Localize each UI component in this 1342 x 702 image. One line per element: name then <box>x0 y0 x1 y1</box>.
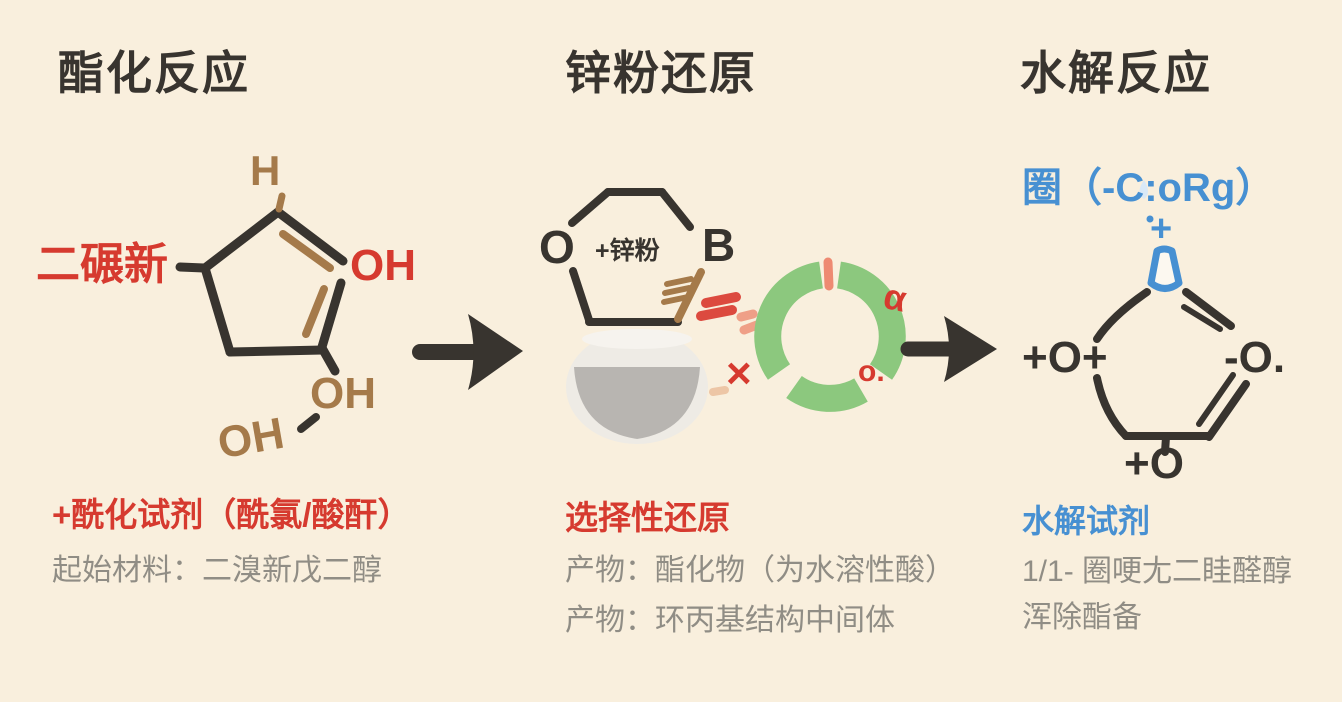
caption-note-esterification: 起始材料：二溴新戊二醇 <box>52 554 382 587</box>
arrow-right-icon <box>412 314 523 390</box>
caption-note2-hydrolysis: 浑除酯备 <box>1022 601 1142 634</box>
section-title-hydrolysis: 水解反应 <box>1020 47 1212 99</box>
atom-label-o-left: +O+ <box>1022 333 1108 382</box>
atom-label-oh-upper: OH <box>310 369 376 418</box>
atom-label-o: O <box>539 221 575 273</box>
section-title-esterification: 酯化反应 <box>58 47 250 99</box>
section-title-reduction: 锌粉还原 <box>565 47 757 99</box>
atom-label-oh-lower: OH <box>214 408 288 469</box>
atom-label-oh-ring: OH <box>350 241 416 290</box>
bond-break-marks <box>696 292 762 396</box>
hexagon-brown-bond <box>661 268 705 323</box>
formula-label: 圈（-C:oRg） <box>1022 166 1276 210</box>
droplet-icon <box>1139 180 1154 223</box>
atom-label-h: H <box>250 147 281 194</box>
plus-label: + <box>1150 208 1173 250</box>
atom-label-o-right: -O. <box>1224 333 1286 382</box>
caption-reagent-esterification: +酰化试剂（酰氯/酸酐） <box>52 496 411 533</box>
substituent-label: 二碾新 <box>36 240 168 289</box>
zinc-powder-label: +锌粉 <box>595 237 660 265</box>
arrow-right-icon <box>900 316 997 382</box>
cycle-cross-label: × <box>726 349 752 398</box>
caption-reagent-hydrolysis: 水解试剂 <box>1022 503 1151 539</box>
caption-reagent-reduction: 选择性还原 <box>565 499 730 536</box>
cone-icon <box>1147 245 1183 292</box>
heptagon-ring <box>1093 288 1250 456</box>
cycle-arrow-ring <box>754 257 906 412</box>
hexagon-ring <box>568 188 694 326</box>
caption-note2-reduction: 产物：环丙基结构中间体 <box>565 604 895 637</box>
caption-note1-reduction: 产物：酯化物（为水溶性酸） <box>565 554 955 587</box>
cycle-o-dot-label: o. <box>858 355 885 388</box>
flask-icon <box>566 329 708 444</box>
pentagon-ring <box>175 207 348 433</box>
atom-label-o-bottom: +O <box>1124 439 1184 488</box>
pentagon-double-bonds <box>275 192 334 338</box>
atom-label-b: B <box>702 219 736 271</box>
caption-note1-hydrolysis: 1/1- 圈哽尢二眭醛醇 <box>1022 555 1293 588</box>
